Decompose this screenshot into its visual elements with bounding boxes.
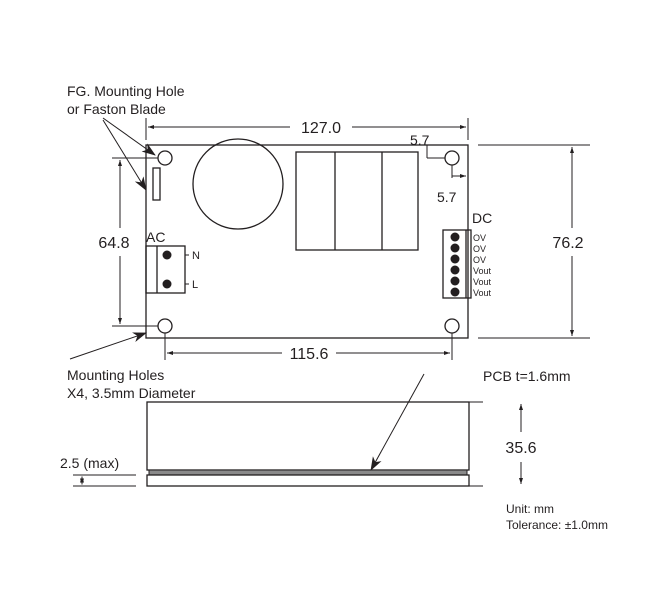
pin-clearance: [146, 474, 470, 487]
dim-hole-spacing-x-value: 115.6: [290, 346, 329, 363]
dc-pin-labels: OV OV OV Vout Vout Vout: [473, 233, 492, 298]
capacitor: [192, 138, 284, 230]
fg-callout-line2: or Faston Blade: [67, 101, 166, 117]
ac-terminal: [145, 245, 189, 294]
dc-pin-label: OV: [473, 255, 486, 265]
transformer-block: [295, 151, 419, 251]
arrow-icon: [102, 119, 147, 191]
dc-pin-label: OV: [473, 244, 486, 254]
dim-width-value: 76.2: [552, 235, 583, 252]
dim-pin-clearance: [73, 474, 136, 487]
mounting-hole: [444, 318, 460, 334]
mount-callout-line2: X4, 3.5mm Diameter: [67, 385, 196, 401]
dim-height-value: 35.6: [505, 440, 536, 457]
ac-l-label: L: [192, 279, 198, 291]
dc-pin-label: Vout: [473, 277, 492, 287]
component-envelope: [146, 401, 470, 471]
dc-label: DC: [472, 210, 492, 226]
mounting-hole: [157, 150, 173, 166]
tolerance-note: Tolerance: ±1.0mm: [506, 518, 608, 532]
arrow-icon: [370, 373, 425, 471]
mounting-hole: [157, 318, 173, 334]
fg-callout-line1: FG. Mounting Hole: [67, 83, 185, 99]
dc-pin-label: OV: [473, 233, 486, 243]
pcb: [148, 469, 468, 476]
dim-length: [145, 118, 469, 140]
dim-width: [478, 144, 590, 339]
unit-note: Unit: mm: [506, 502, 554, 516]
arrow-icon: [102, 117, 156, 156]
board-outline: [145, 144, 469, 339]
arrow-icon: [69, 332, 147, 360]
dim-hole-spacing-y-value: 64.8: [98, 235, 129, 252]
dim-hole-offset-top-value: 5.7: [410, 132, 430, 148]
dc-pin-label: Vout: [473, 288, 492, 298]
dim-hole-spacing-x: [164, 333, 453, 360]
faston-blade: [152, 167, 161, 201]
dim-hole-offset-side: [451, 165, 466, 178]
mount-callout-line1: Mounting Holes: [67, 367, 164, 383]
mounting-hole: [444, 150, 460, 166]
dim-hole-offset-side-value: 5.7: [437, 189, 457, 205]
dim-length-value: 127.0: [301, 120, 341, 137]
mounting-holes: [157, 150, 460, 334]
dim-hole-spacing-y: [112, 157, 158, 327]
dim-hole-offset-top: [426, 145, 445, 159]
dc-pin-label: Vout: [473, 266, 492, 276]
dim-height: [428, 401, 523, 487]
pcb-callout: PCB t=1.6mm: [483, 368, 571, 384]
dim-pin-clearance-value: 2.5 (max): [60, 455, 119, 471]
side-view: [146, 401, 470, 487]
dc-terminal: [442, 229, 472, 299]
ac-n-label: N: [192, 250, 200, 262]
ac-label: AC: [146, 229, 165, 245]
